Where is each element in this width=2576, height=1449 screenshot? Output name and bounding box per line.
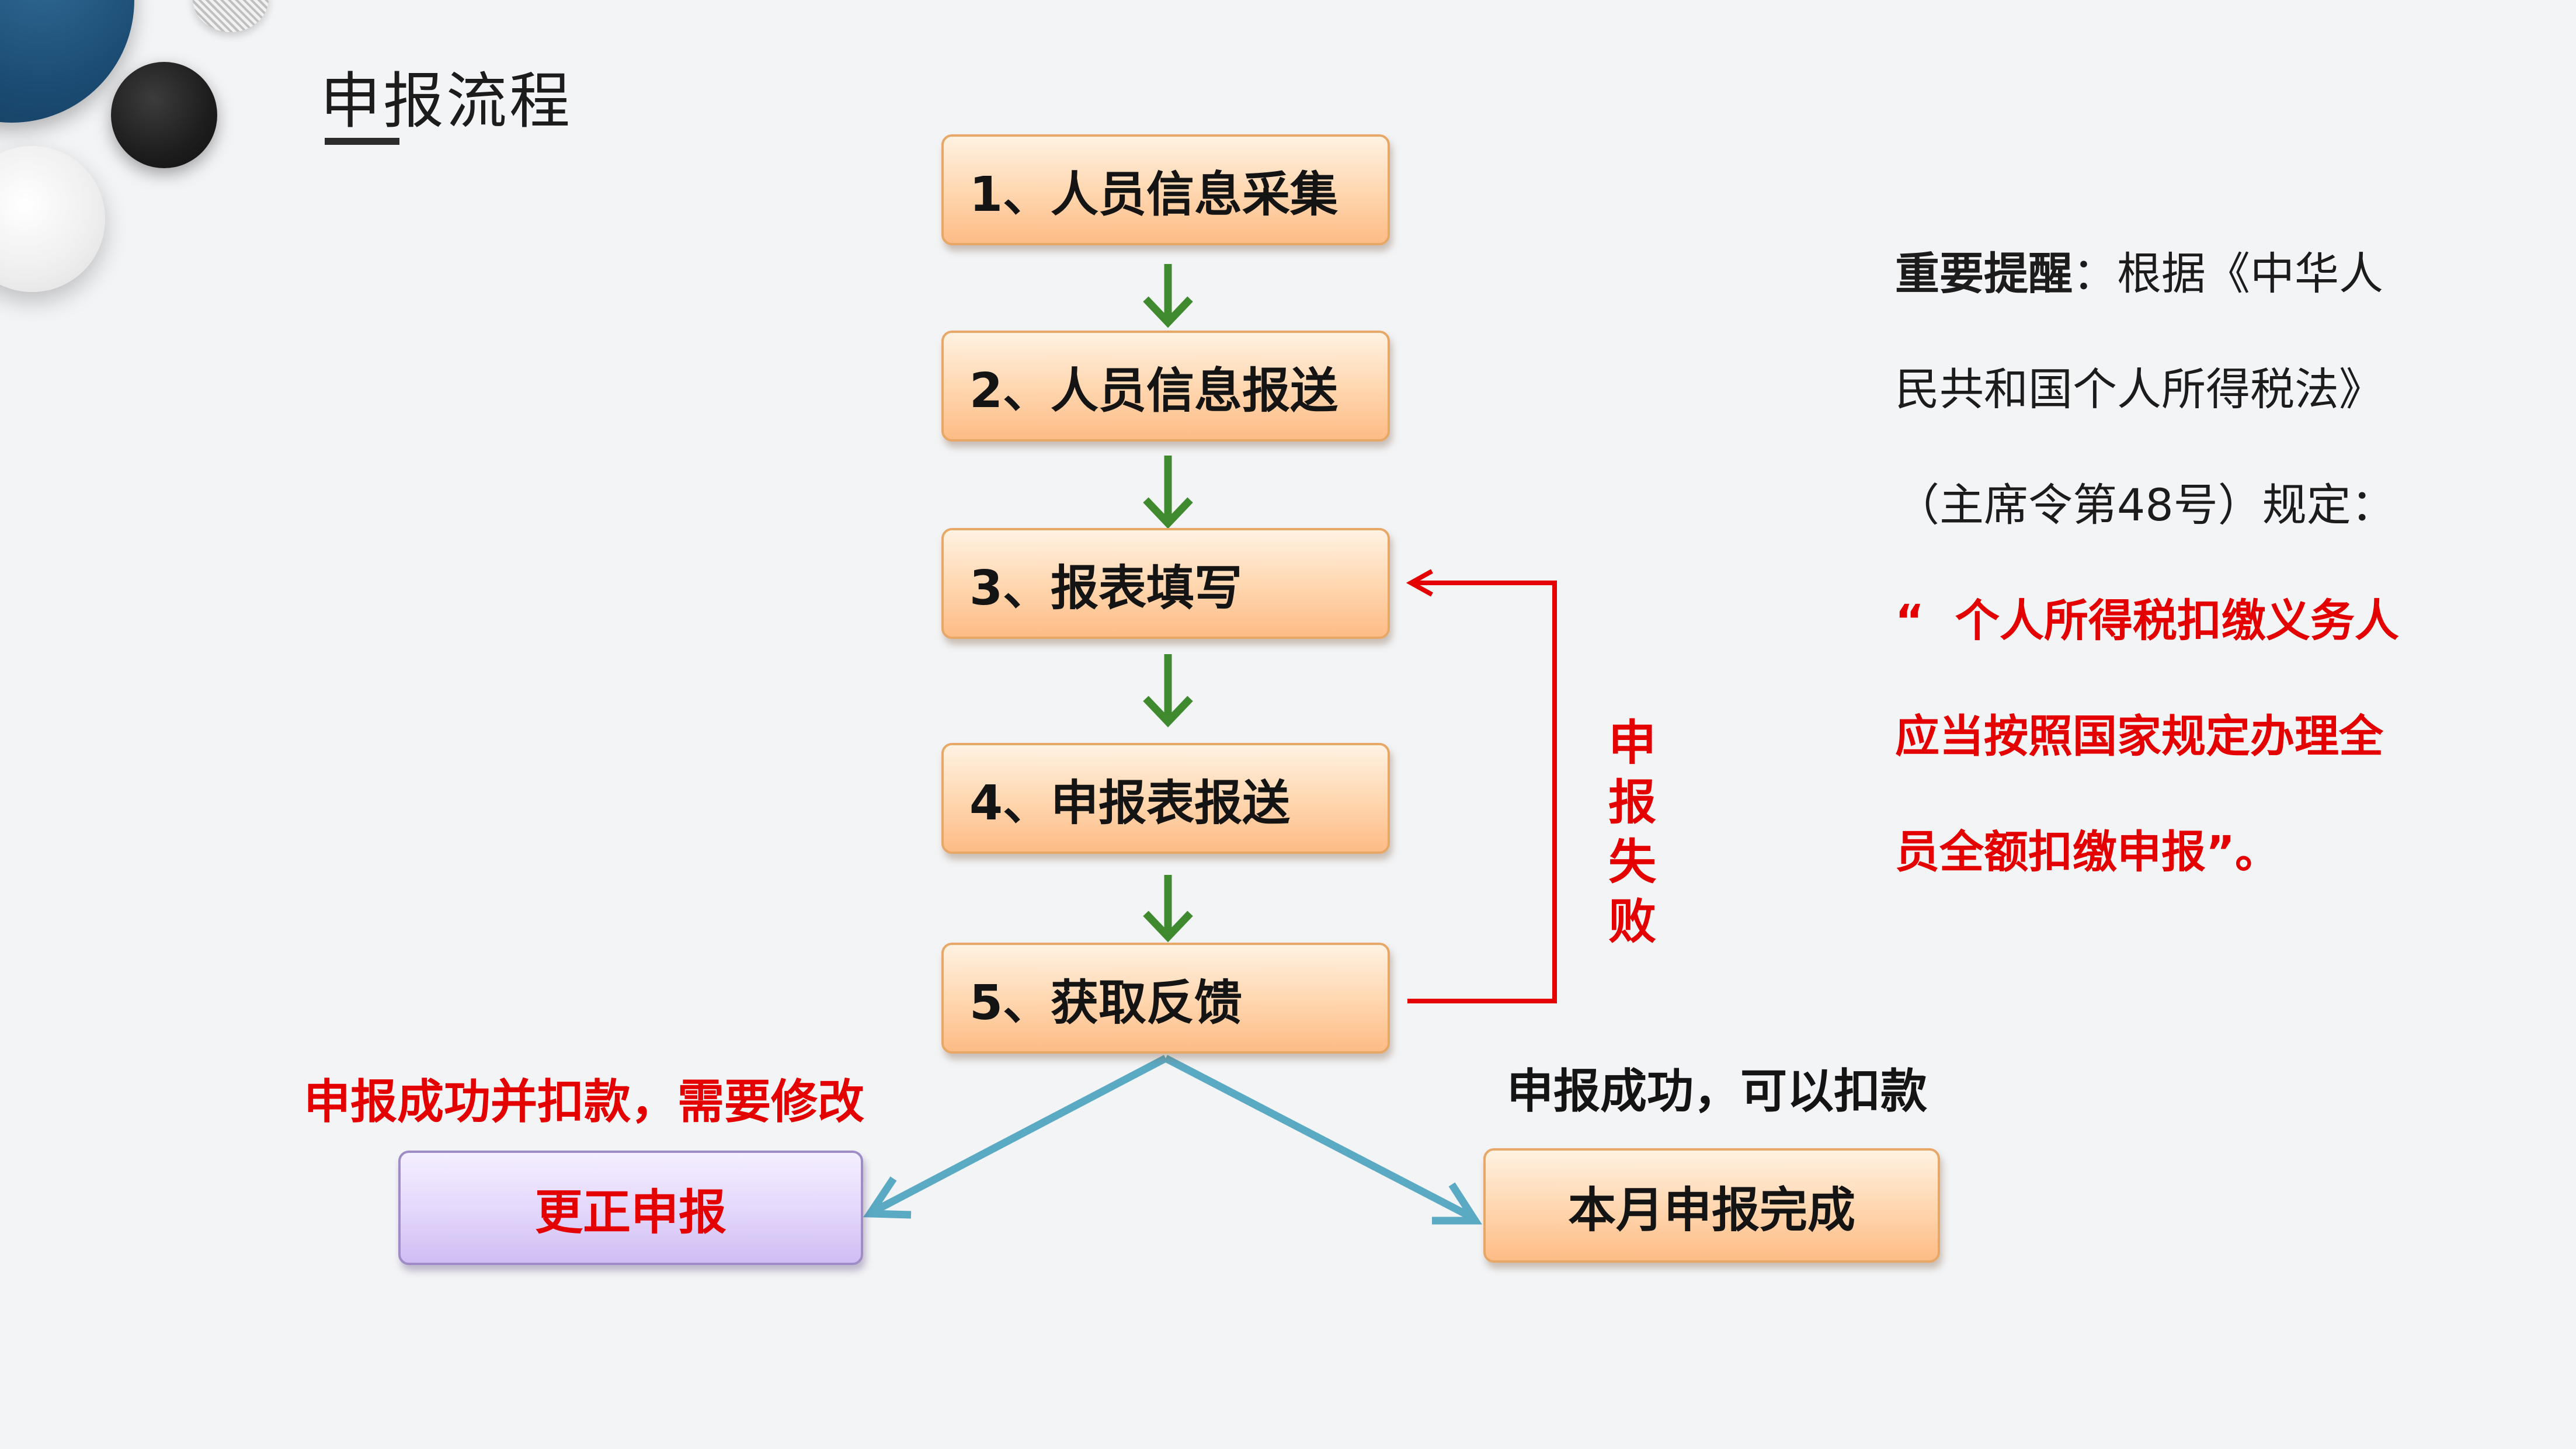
arrow-diagonal-icon xyxy=(863,1055,1168,1219)
decorative-dark-circle xyxy=(111,62,217,168)
fail-loop-line xyxy=(1407,581,1557,1003)
arrow-diagonal-icon xyxy=(1164,1055,1482,1225)
reminder-heading: 重要提醒 xyxy=(1895,248,2073,300)
reminder-block: 重要提醒：根据《中华人 民共和国个人所得税法》 （主席令第48号）规定： “ 个… xyxy=(1895,234,2526,927)
arrow-down-icon xyxy=(1143,456,1193,529)
reminder-line-1: 重要提醒：根据《中华人 xyxy=(1895,234,2526,349)
title-underline xyxy=(325,138,399,145)
arrow-down-icon xyxy=(1143,264,1193,328)
reminder-colon: ： xyxy=(2073,248,2117,300)
correction-box: 更正申报 xyxy=(398,1151,863,1265)
reminder-line-5: 应当按照国家规定办理全 xyxy=(1895,710,2383,762)
complete-box: 本月申报完成 xyxy=(1483,1148,1940,1263)
arrow-down-icon xyxy=(1143,654,1193,728)
arrow-down-icon xyxy=(1143,875,1193,943)
reminder-line-3: （主席令第48号）规定： xyxy=(1895,479,2396,531)
page-title: 申报流程 xyxy=(320,65,573,137)
fail-label: 申报失败 xyxy=(1608,715,1656,950)
reminder-line-4: “ 个人所得税扣缴义务人 xyxy=(1895,595,2399,647)
arrow-left-icon xyxy=(1406,569,1433,597)
step-4-box: 4、申报表报送 xyxy=(941,743,1390,854)
reminder-line-2: 民共和国个人所得税法》 xyxy=(1895,363,2383,415)
step-1-box: 1、人员信息采集 xyxy=(941,134,1390,245)
reminder-line-6: 员全额扣缴申报”。 xyxy=(1895,826,2279,878)
branch-left-label: 申报成功并扣款，需要修改 xyxy=(304,1075,864,1129)
reminder-line-1-rest: 根据《中华人 xyxy=(2117,248,2383,300)
step-2-box: 2、人员信息报送 xyxy=(941,331,1390,442)
branch-right-label: 申报成功，可以扣款 xyxy=(1507,1064,1927,1118)
step-5-box: 5、获取反馈 xyxy=(941,943,1390,1054)
step-3-box: 3、报表填写 xyxy=(941,528,1390,639)
